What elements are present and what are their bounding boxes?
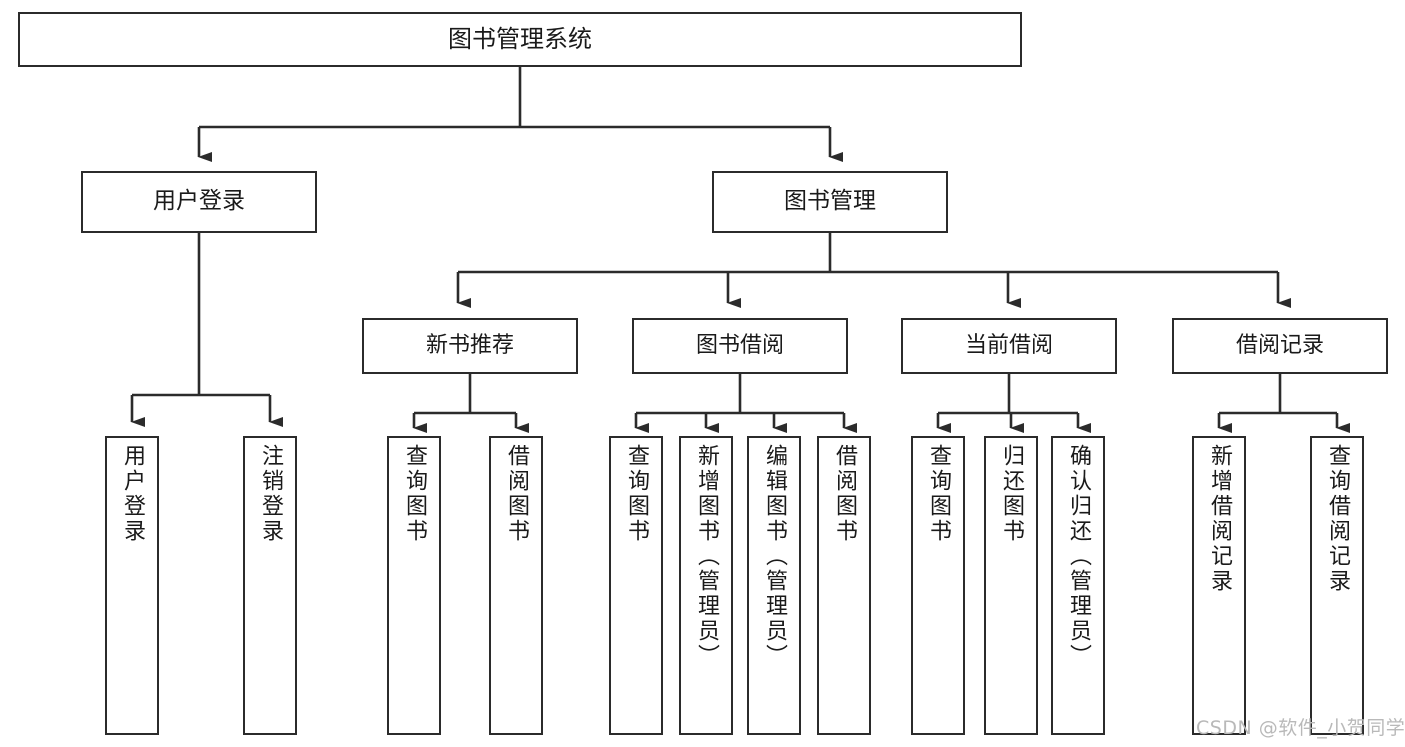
node-leaf-query-book-1[interactable]: 查询图书 (387, 436, 441, 735)
node-user-login[interactable]: 用户登录 (81, 171, 317, 233)
node-label: 查询借阅记录 (1325, 444, 1350, 594)
node-leaf-return-book[interactable]: 归还图书 (984, 436, 1038, 735)
node-label: 借阅记录 (1235, 333, 1324, 359)
node-borrow-record[interactable]: 借阅记录 (1172, 318, 1388, 374)
node-label: 当前借阅 (964, 333, 1053, 359)
node-label: 查询图书 (926, 444, 951, 544)
node-new-book-rec[interactable]: 新书推荐 (362, 318, 578, 374)
node-label: 借阅图书 (832, 444, 857, 544)
node-label: 查询图书 (402, 444, 427, 544)
node-label: 编辑图书（管理员） (762, 444, 787, 669)
node-label: 图书借阅 (695, 333, 784, 359)
node-leaf-borrow-book-1[interactable]: 借阅图书 (489, 436, 543, 735)
node-label: 用户登录 (120, 444, 145, 544)
node-leaf-add-book[interactable]: 新增图书（管理员） (679, 436, 733, 735)
watermark-text: CSDN @软件_小贺同学 (1196, 717, 1405, 739)
node-label: 图书管理 (784, 188, 876, 215)
node-label: 用户登录 (153, 188, 245, 215)
node-book-borrow[interactable]: 图书借阅 (632, 318, 848, 374)
node-label: 查询图书 (624, 444, 649, 544)
node-leaf-logout[interactable]: 注销登录 (243, 436, 297, 735)
node-leaf-edit-book[interactable]: 编辑图书（管理员） (747, 436, 801, 735)
node-label: 归还图书 (999, 444, 1024, 544)
node-root-system[interactable]: 图书管理系统 (18, 12, 1022, 67)
node-label: 注销登录 (258, 444, 283, 544)
node-label: 图书管理系统 (448, 25, 592, 54)
node-leaf-user-login[interactable]: 用户登录 (105, 436, 159, 735)
node-label: 新增图书（管理员） (694, 444, 719, 669)
node-leaf-add-record[interactable]: 新增借阅记录 (1192, 436, 1246, 735)
node-book-manage[interactable]: 图书管理 (712, 171, 948, 233)
node-label: 借阅图书 (504, 444, 529, 544)
node-label: 新增借阅记录 (1207, 444, 1232, 594)
node-leaf-query-book-2[interactable]: 查询图书 (609, 436, 663, 735)
node-leaf-borrow-book-2[interactable]: 借阅图书 (817, 436, 871, 735)
node-label: 确认归还（管理员） (1066, 444, 1091, 669)
node-leaf-query-record[interactable]: 查询借阅记录 (1310, 436, 1364, 735)
node-leaf-confirm-return[interactable]: 确认归还（管理员） (1051, 436, 1105, 735)
node-label: 新书推荐 (425, 333, 514, 359)
node-current-borrow[interactable]: 当前借阅 (901, 318, 1117, 374)
node-leaf-query-book-3[interactable]: 查询图书 (911, 436, 965, 735)
